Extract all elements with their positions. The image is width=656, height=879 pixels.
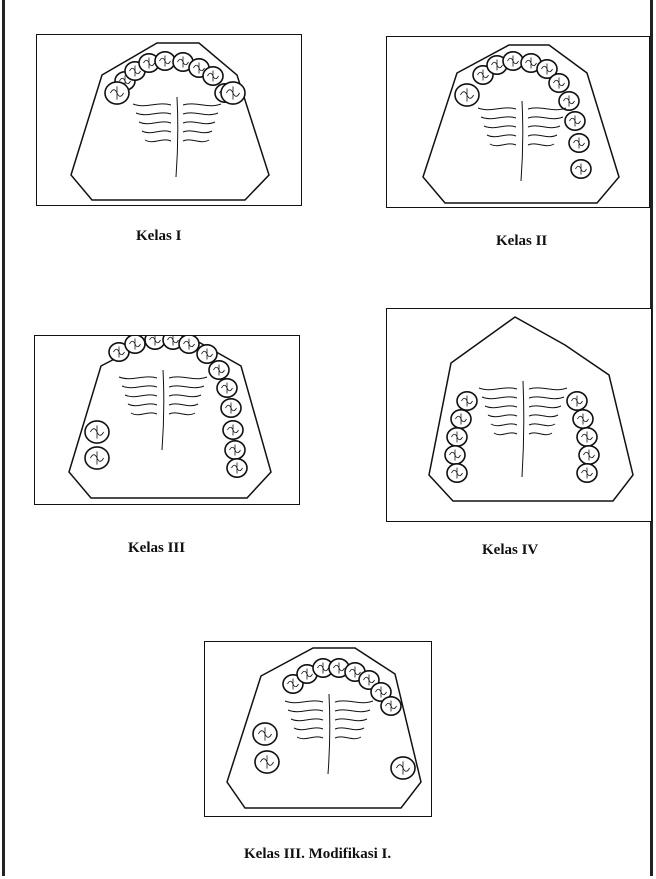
median-raphe xyxy=(521,101,523,181)
palatal-ruga xyxy=(183,113,218,115)
median-raphe xyxy=(162,370,164,450)
palatal-ruga xyxy=(529,415,558,417)
arch-diagram-kelas-4 xyxy=(387,309,653,523)
palatal-ruga xyxy=(528,144,554,146)
palatal-ruga xyxy=(119,377,157,379)
palatal-ruga xyxy=(529,388,567,390)
palatal-ruga xyxy=(481,117,516,119)
palatal-ruga xyxy=(335,737,361,739)
palatal-ruga xyxy=(491,424,517,426)
palatal-ruga xyxy=(485,406,517,408)
palatal-ruga xyxy=(528,135,557,137)
palatal-ruga xyxy=(122,386,157,388)
palatal-ruga xyxy=(183,104,221,106)
palatal-ruga xyxy=(297,737,323,739)
palatal-ruga xyxy=(488,415,517,417)
arch-diagram-kelas-3 xyxy=(35,336,301,506)
palatal-ruga xyxy=(335,701,373,703)
palatal-ruga xyxy=(133,104,171,106)
figure-kelas-1 xyxy=(36,34,302,206)
caption-kelas-3: Kelas III xyxy=(128,540,185,557)
palatal-ruga xyxy=(478,108,516,110)
palatal-ruga xyxy=(529,424,555,426)
palatal-ruga xyxy=(294,728,323,730)
figure-kelas-3 xyxy=(34,335,300,505)
palatal-ruga xyxy=(528,126,560,128)
palatal-ruga xyxy=(335,710,370,712)
median-raphe xyxy=(328,694,330,774)
palatal-ruga xyxy=(131,413,157,415)
palatal-ruga xyxy=(136,113,171,115)
palatal-ruga xyxy=(479,388,517,390)
palatal-ruga xyxy=(487,135,516,137)
arch-diagram-kelas-1 xyxy=(37,35,303,207)
figure-kelas-3-mod-1 xyxy=(204,641,432,817)
caption-kelas-3-mod-1: Kelas III. Modifikasi I. xyxy=(244,846,391,863)
palatal-ruga xyxy=(128,404,157,406)
palatal-ruga xyxy=(335,719,367,721)
palatal-ruga xyxy=(291,719,323,721)
palatal-ruga xyxy=(169,395,201,397)
palatal-ruga xyxy=(335,728,364,730)
palatal-ruga xyxy=(484,126,516,128)
palatal-ruga xyxy=(528,108,566,110)
palatal-ruga xyxy=(288,710,323,712)
median-raphe xyxy=(522,381,524,477)
figure-kelas-4 xyxy=(386,308,652,522)
palatal-ruga xyxy=(183,131,212,133)
palatal-ruga xyxy=(169,377,207,379)
palatal-ruga xyxy=(494,433,517,435)
figure-kelas-2 xyxy=(386,36,650,208)
palatal-ruga xyxy=(285,701,323,703)
palatal-ruga xyxy=(528,117,563,119)
median-raphe xyxy=(176,97,178,177)
arch-diagram-kelas-2 xyxy=(387,37,651,209)
caption-kelas-1: Kelas I xyxy=(136,228,181,245)
palatal-ruga xyxy=(142,131,171,133)
palatal-ruga xyxy=(145,140,171,142)
arch-diagram-kelas-3-mod-1 xyxy=(205,642,433,818)
palatal-ruga xyxy=(183,122,215,124)
palatal-ruga xyxy=(183,140,209,142)
palatal-ruga xyxy=(125,395,157,397)
palatal-ruga xyxy=(139,122,171,124)
palatal-ruga xyxy=(529,397,564,399)
caption-kelas-2: Kelas II xyxy=(496,233,547,250)
palatal-ruga xyxy=(482,397,517,399)
palatal-ruga xyxy=(490,144,516,146)
palatal-ruga xyxy=(529,433,552,435)
palatal-ruga xyxy=(169,404,198,406)
palatal-ruga xyxy=(529,406,561,408)
caption-kelas-4: Kelas IV xyxy=(482,542,538,559)
palatal-ruga xyxy=(169,413,195,415)
palatal-ruga xyxy=(169,386,204,388)
